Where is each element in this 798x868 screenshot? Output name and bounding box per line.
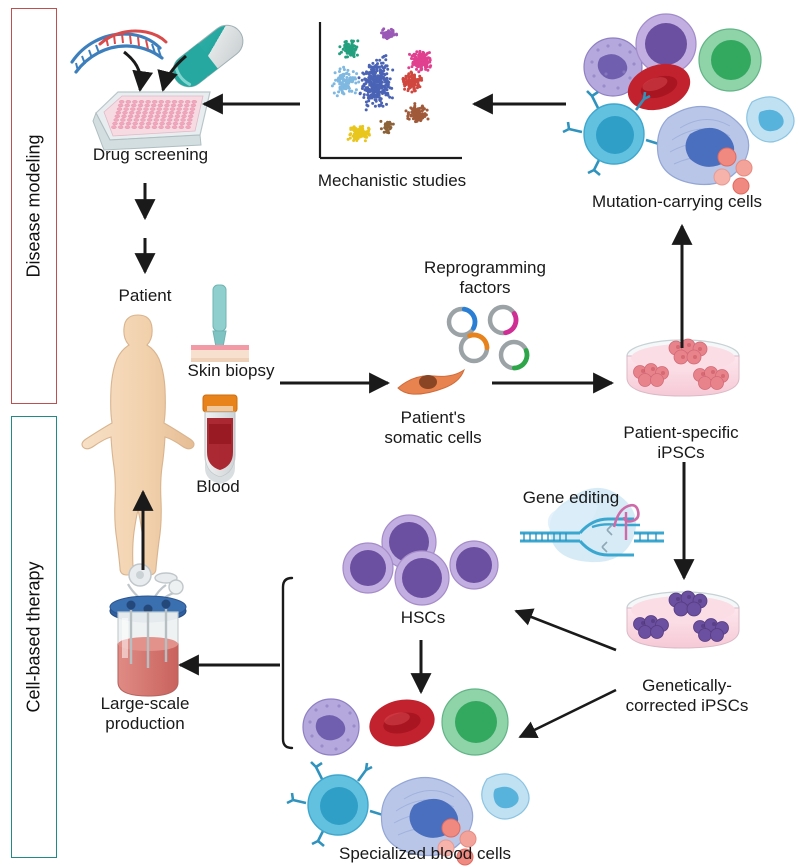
label-patient: Patient xyxy=(118,286,172,305)
sidebar-section-cell-based-therapy: Cell-based therapy xyxy=(11,416,57,858)
petri-dish-corrected-ipsc-icon xyxy=(626,590,740,649)
skin-biopsy-icon xyxy=(191,284,249,362)
label-mutation-carrying-cells: Mutation-carrying cells xyxy=(591,192,763,211)
label-mechanistic-studies: Mechanistic studies xyxy=(317,171,467,190)
label-skin-biopsy: Skin biopsy xyxy=(187,361,275,380)
erythrocyte-icon xyxy=(369,699,435,747)
patient-body-icon xyxy=(81,314,195,576)
neutrophil-cell-icon xyxy=(656,105,753,195)
label-patients-somatic-cells: Patient's somatic cells xyxy=(384,408,482,447)
crispr-gene-editing-icon xyxy=(520,487,664,563)
label-blood: Blood xyxy=(196,477,240,496)
green-cell-icon xyxy=(441,688,509,756)
light-blue-cell-icon xyxy=(746,96,795,143)
label-specialized-blood-cells: Specialized blood cells xyxy=(339,844,511,863)
microplate-icon xyxy=(92,91,211,151)
petri-dish-patient-ipsc-icon xyxy=(626,338,740,397)
mechanistic-scatter-plot xyxy=(318,22,462,160)
label-drug-screening: Drug screening xyxy=(92,145,209,164)
platelets-icon xyxy=(437,818,477,866)
label-reprogramming-factors: Reprogramming factors xyxy=(424,258,546,297)
reprogramming-plasmids-icon xyxy=(446,304,530,371)
label-gene-editing: Gene editing xyxy=(522,488,620,507)
arrow-corrected-to-specialized xyxy=(518,688,617,739)
monocyte-cell-icon xyxy=(583,37,643,97)
blood-tube-icon xyxy=(202,394,238,484)
t-cell-icon xyxy=(562,90,666,176)
dna-strand-icon xyxy=(70,29,168,74)
bioreactor-icon xyxy=(109,563,187,697)
sidebar-section-disease-modeling: Disease modeling xyxy=(11,8,57,404)
hsc-cells-icon xyxy=(342,514,499,606)
green-cell-icon xyxy=(698,28,762,92)
lymphocyte-purple-cell-icon xyxy=(635,13,697,75)
fibroblast-cell-icon xyxy=(397,368,465,395)
pill-capsule-icon xyxy=(172,24,244,88)
label-genetically-corrected-ipscs: Genetically- corrected iPSCs xyxy=(625,676,749,715)
specialized-blood-cells-illustration xyxy=(286,688,530,866)
monocyte-cell-icon xyxy=(302,698,360,756)
mutation-carrying-cells-illustration xyxy=(562,13,795,195)
label-patient-specific-ipscs: Patient-specific iPSCs xyxy=(623,423,739,462)
blood-cells-bracket xyxy=(281,576,294,750)
arrow-corrected-to-hsc xyxy=(514,608,617,652)
arrow-capsule-to-plate xyxy=(157,54,187,93)
platelets-icon xyxy=(713,147,753,195)
ipsc-colony-icon xyxy=(633,338,729,390)
light-blue-cell-icon xyxy=(481,773,530,820)
label-large-scale-production: Large-scale production xyxy=(100,694,190,733)
label-hscs: HSCs xyxy=(400,608,446,627)
neutrophil-cell-icon xyxy=(380,776,477,866)
arrow-dna-to-plate xyxy=(123,50,154,93)
corrected-colony-icon xyxy=(633,590,729,642)
t-cell-icon xyxy=(286,761,390,847)
